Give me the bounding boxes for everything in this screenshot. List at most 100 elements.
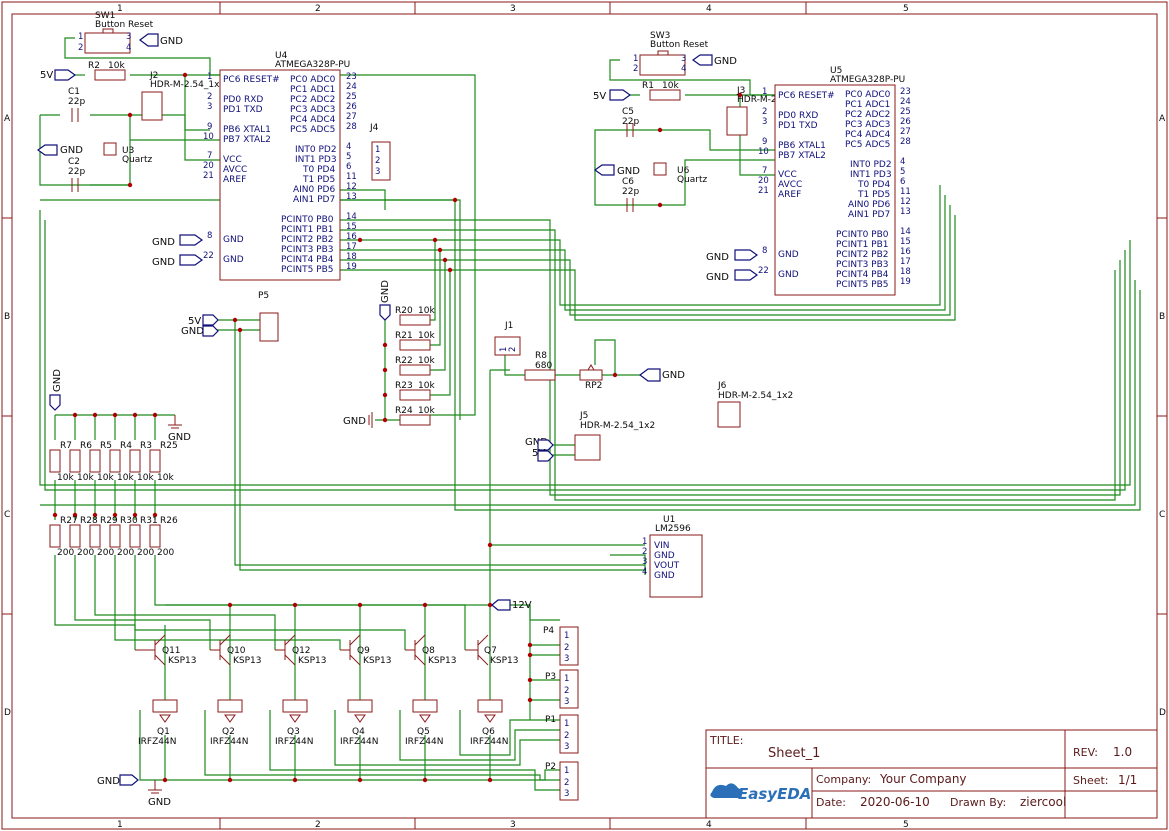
grid-column-labels-top: 1 2 3 4 5 <box>117 4 909 14</box>
svg-text:GND: GND <box>223 235 244 245</box>
svg-text:PCINT4 PB4: PCINT4 PB4 <box>836 270 889 280</box>
svg-text:PB6 XTAL1: PB6 XTAL1 <box>223 125 271 135</box>
gnd-flag-bottom: GND <box>97 774 139 787</box>
company-value: Your Company <box>879 772 967 786</box>
svg-text:2: 2 <box>508 347 518 352</box>
svg-text:17: 17 <box>900 257 911 267</box>
q9-transistor: Q9 KSP13 <box>340 634 392 666</box>
svg-text:GND: GND <box>152 237 175 248</box>
r24-resistor <box>399 414 431 426</box>
svg-text:10k: 10k <box>418 331 435 341</box>
svg-text:Q6: Q6 <box>482 727 495 737</box>
svg-text:KSP13: KSP13 <box>428 656 457 666</box>
svg-text:Q2: Q2 <box>222 727 235 737</box>
svg-text:6: 6 <box>900 177 905 187</box>
sw1-ref: SW1 <box>95 11 115 21</box>
grid-col-1-bottom: 1 <box>117 820 123 830</box>
date-value: 2020-06-10 <box>860 795 930 809</box>
svg-text:PC1 ADC1: PC1 ADC1 <box>290 85 335 95</box>
svg-text:22: 22 <box>758 266 769 276</box>
svg-text:PC3 ADC3: PC3 ADC3 <box>290 105 335 115</box>
svg-text:U6: U6 <box>677 166 690 176</box>
p3-connector: P3 1 2 3 <box>545 669 579 709</box>
svg-text:C5: C5 <box>622 107 634 117</box>
svg-text:GND: GND <box>343 416 366 427</box>
r31-resistor <box>129 524 141 548</box>
svg-text:J3: J3 <box>736 86 745 96</box>
svg-text:5V: 5V <box>188 316 201 327</box>
svg-text:3: 3 <box>564 789 569 799</box>
svg-text:AREF: AREF <box>223 175 246 185</box>
ground-symbol-top: GND <box>168 415 191 443</box>
svg-text:12: 12 <box>346 182 357 192</box>
svg-text:25: 25 <box>346 92 357 102</box>
svg-text:GND: GND <box>148 797 171 808</box>
gnd-flag-sw1: GND <box>139 33 183 47</box>
svg-text:GND: GND <box>380 280 391 303</box>
svg-text:SW3: SW3 <box>650 31 670 41</box>
svg-text:22p: 22p <box>68 167 85 177</box>
svg-text:24: 24 <box>900 97 911 107</box>
svg-text:PCINT1 PB1: PCINT1 PB1 <box>836 240 889 250</box>
svg-text:C6: C6 <box>622 177 634 187</box>
svg-text:KSP13: KSP13 <box>490 656 519 666</box>
svg-text:28: 28 <box>346 122 357 132</box>
svg-text:3: 3 <box>564 654 569 664</box>
svg-text:INT0 PD2: INT0 PD2 <box>295 145 337 155</box>
svg-text:15: 15 <box>900 237 911 247</box>
svg-text:PCINT4 PB4: PCINT4 PB4 <box>281 255 334 265</box>
svg-text:10k: 10k <box>137 473 154 483</box>
r22-resistor <box>399 364 431 376</box>
svg-text:R3: R3 <box>140 441 152 451</box>
svg-text:1: 1 <box>564 719 569 729</box>
svg-text:200: 200 <box>77 548 94 558</box>
svg-text:6: 6 <box>346 162 351 172</box>
svg-text:Quartz: Quartz <box>677 175 708 185</box>
svg-text:23: 23 <box>900 87 911 97</box>
svg-text:15: 15 <box>346 222 357 232</box>
svg-text:17: 17 <box>346 242 357 252</box>
r8-resistor: R8 680 <box>524 351 556 381</box>
svg-text:10: 10 <box>758 147 769 157</box>
svg-text:14: 14 <box>346 212 357 222</box>
svg-text:AVCC: AVCC <box>223 165 247 175</box>
p4-connector: P4 1 2 3 <box>543 626 579 666</box>
title-label: TITLE: <box>709 734 743 747</box>
svg-text:2: 2 <box>564 686 569 696</box>
svg-text:7: 7 <box>207 151 212 161</box>
svg-text:GND: GND <box>778 270 799 280</box>
svg-text:T0 PD4: T0 PD4 <box>302 165 335 175</box>
svg-text:C2: C2 <box>68 157 80 167</box>
grid-col-5-bottom: 5 <box>903 820 909 830</box>
gnd-flag-u5-pin8: GND <box>706 249 759 263</box>
p2-connector: P2 1 2 3 <box>545 761 579 801</box>
svg-text:10k: 10k <box>418 406 435 416</box>
q10-transistor: Q10 KSP13 <box>210 634 262 666</box>
gnd-flag-rp2: GND <box>639 368 685 382</box>
svg-text:3: 3 <box>375 167 380 177</box>
drawn-by-label: Drawn By: <box>950 796 1006 809</box>
svg-text:3: 3 <box>564 697 569 707</box>
svg-text:10k: 10k <box>418 356 435 366</box>
svg-text:24: 24 <box>346 82 357 92</box>
svg-text:PCINT2 PB2: PCINT2 PB2 <box>281 235 334 245</box>
svg-text:P3: P3 <box>545 672 556 682</box>
u5-left-pins: 1 PC6 RESET# 2 PD0 RXD 3 PD1 TXD 9 PB6 X… <box>758 87 835 280</box>
svg-text:HDR-M-2.54_1x2: HDR-M-2.54_1x2 <box>150 80 225 90</box>
svg-text:2: 2 <box>564 778 569 788</box>
svg-text:GND: GND <box>97 776 120 787</box>
svg-text:8: 8 <box>207 231 212 241</box>
svg-text:J4: J4 <box>369 123 379 133</box>
r28-resistor <box>69 524 81 548</box>
svg-text:R29: R29 <box>100 516 118 526</box>
svg-text:10: 10 <box>203 132 214 142</box>
sw3-button: SW3 Button Reset 1 2 3 4 <box>633 31 709 76</box>
grid-col-1: 1 <box>117 4 123 14</box>
c2-capacitor: C2 22p <box>68 157 85 192</box>
svg-text:U5: U5 <box>830 66 842 76</box>
svg-text:1: 1 <box>564 674 569 684</box>
svg-text:200: 200 <box>97 548 114 558</box>
svg-text:3: 3 <box>564 742 569 752</box>
svg-text:1: 1 <box>207 72 212 82</box>
r5-resistor <box>89 449 101 473</box>
